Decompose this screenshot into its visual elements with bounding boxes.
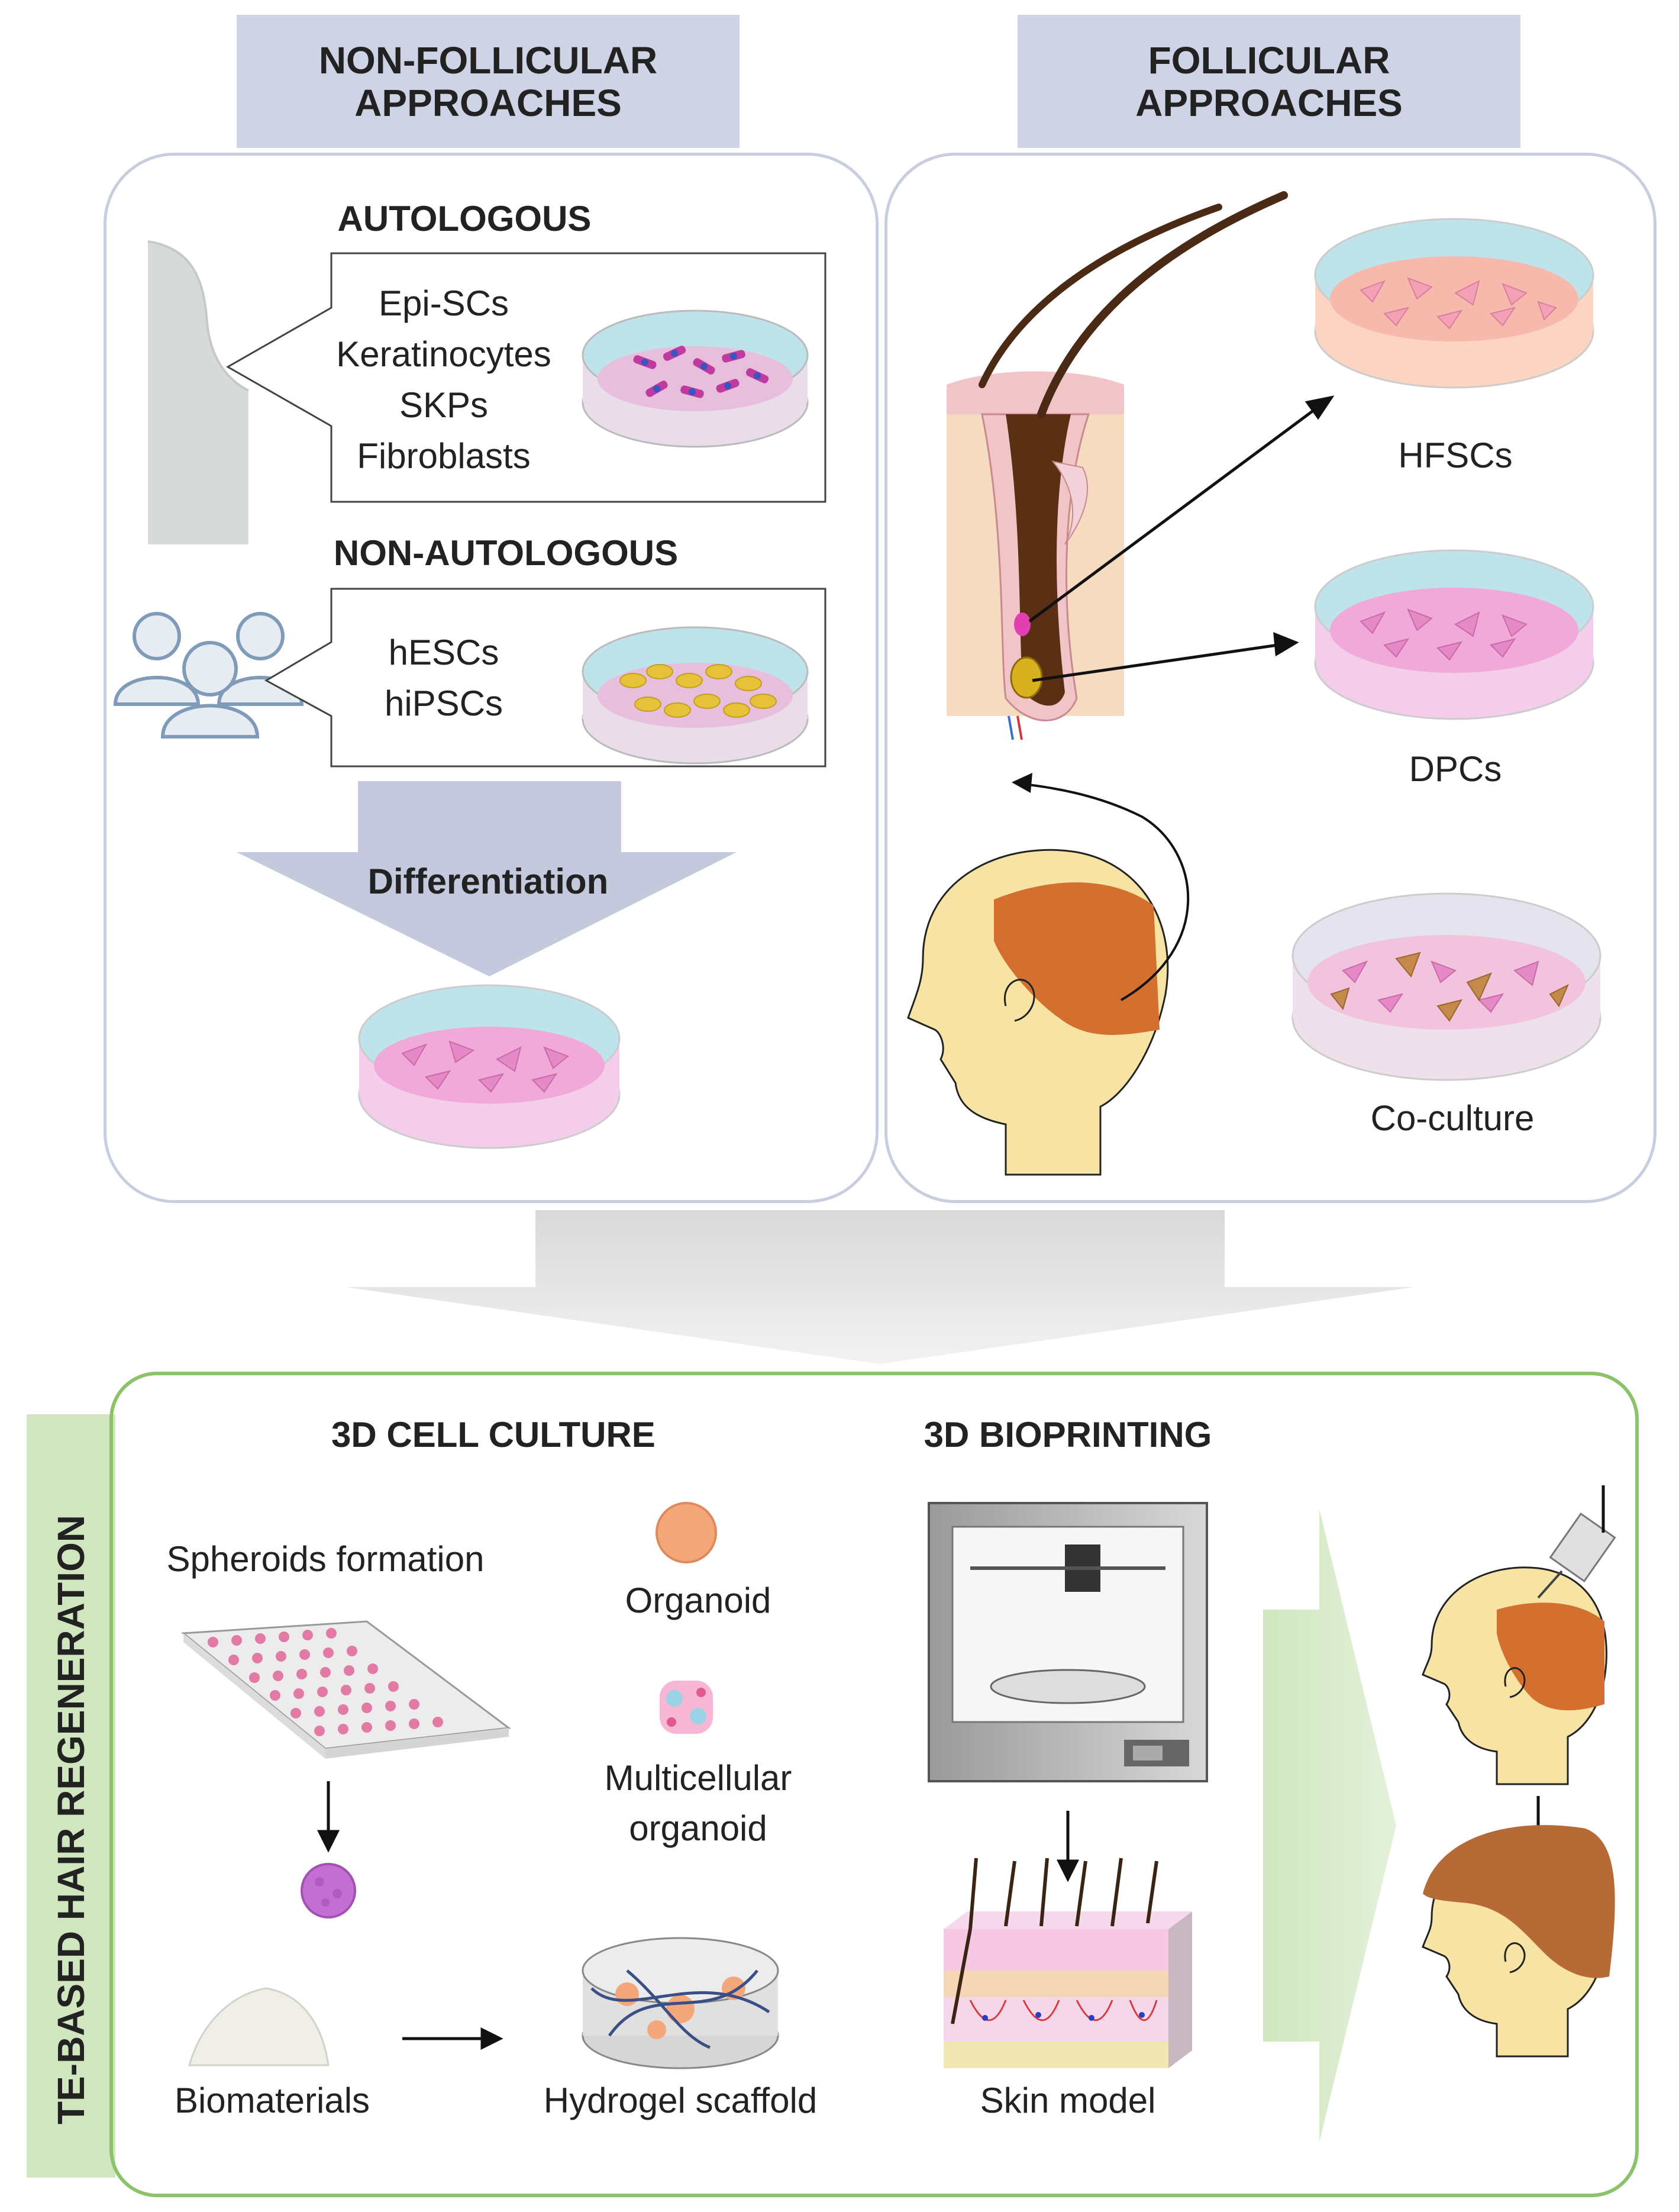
- head-profile-icon: [907, 849, 1169, 1176]
- non-follicular-title-line2: APPROACHES: [354, 81, 622, 124]
- multicellular-label-line2: organoid: [629, 1808, 767, 1848]
- spheroid-plate-icon: [181, 1620, 511, 1759]
- non-autologous-dish-icon: [582, 626, 809, 765]
- bioprinter-icon: [928, 1502, 1208, 1782]
- follicular-title-line2: APPROACHES: [1135, 81, 1403, 124]
- hair-follicle-illustration: [947, 191, 1288, 740]
- cell-keratinocytes: Keratinocytes: [336, 334, 551, 374]
- follicular-panel: [884, 153, 1657, 1203]
- cell-hipscs: hiPSCs: [384, 683, 503, 723]
- non-follicular-panel: [104, 153, 879, 1203]
- hydrogel-label: Hydrogel scaffold: [543, 2081, 818, 2120]
- curved-arrow: [1023, 783, 1190, 1001]
- spheroid-icon: [301, 1863, 356, 1918]
- regeneration-panel: [109, 1372, 1639, 2197]
- non-follicular-title-line1: NON-FOLLICULAR: [318, 38, 658, 82]
- cell-fibroblasts: Fibroblasts: [357, 436, 531, 476]
- head-before-icon: [1422, 1566, 1607, 1785]
- hydrogel-scaffold-icon: [582, 1937, 779, 2069]
- differentiated-dish-icon: [358, 984, 621, 1149]
- cell-culture-heading: 3D CELL CULTURE: [331, 1415, 656, 1455]
- coculture-label: Co-culture: [1370, 1098, 1535, 1138]
- biomaterials-arrow: [402, 2027, 503, 2050]
- dpcs-label: DPCs: [1409, 749, 1502, 789]
- hfscs-label: HFSCs: [1398, 436, 1513, 475]
- differentiation-label: Differentiation: [367, 862, 609, 901]
- transition-arrow: [346, 1210, 1414, 1364]
- spheroid-arrow: [317, 1781, 340, 1853]
- people-group-icon: [113, 612, 304, 739]
- follicle-arrows: [1028, 395, 1335, 682]
- coculture-dish-icon: [1291, 892, 1601, 1081]
- autologous-dish-icon: [582, 309, 809, 448]
- bioprinting-heading: 3D BIOPRINTING: [924, 1415, 1212, 1455]
- biomaterials-powder-icon: [188, 1987, 330, 2066]
- follicular-title-line1: FOLLICULAR: [1148, 38, 1390, 82]
- non-autologous-cell-list: hESCs hiPSCs: [355, 627, 532, 729]
- cell-hescs: hESCs: [388, 633, 499, 672]
- dpcs-dish-icon: [1314, 549, 1594, 720]
- cell-skps: SKPs: [399, 385, 489, 425]
- side-label-tab: [27, 1414, 115, 2178]
- non-follicular-tab: NON-FOLLICULAR APPROACHES: [237, 15, 740, 148]
- hfscs-dish-icon: [1314, 218, 1594, 389]
- spheroids-label: Spheroids formation: [166, 1539, 485, 1579]
- cell-epi-scs: Epi-SCs: [378, 283, 509, 323]
- non-autologous-heading: NON-AUTOLOGOUS: [333, 533, 679, 573]
- multicellular-organoid-icon: [660, 1681, 713, 1734]
- organoid-label: Organoid: [625, 1581, 771, 1620]
- result-chevron-arrow: [1263, 1509, 1396, 2142]
- head-after-icon: [1422, 1825, 1615, 2058]
- organoid-icon: [656, 1502, 717, 1563]
- multicellular-label-line1: Multicellular: [604, 1758, 792, 1798]
- skin-model-label: Skin model: [980, 2081, 1156, 2120]
- autologous-heading: AUTOLOGOUS: [337, 199, 592, 238]
- autologous-cell-list: Epi-SCs Keratinocytes SKPs Fibroblasts: [319, 278, 568, 482]
- follicular-tab: FOLLICULAR APPROACHES: [1018, 15, 1520, 148]
- person-silhouette-icon: [148, 241, 248, 544]
- biomaterials-label: Biomaterials: [174, 2081, 370, 2120]
- side-label: TE-BASED HAIR REGENERATION: [50, 1515, 92, 2124]
- differentiation-arrow: [237, 781, 737, 976]
- skin-model-icon: [944, 1858, 1192, 2068]
- injector-icon: [1537, 1485, 1616, 1599]
- printer-arrow: [1056, 1811, 1080, 1882]
